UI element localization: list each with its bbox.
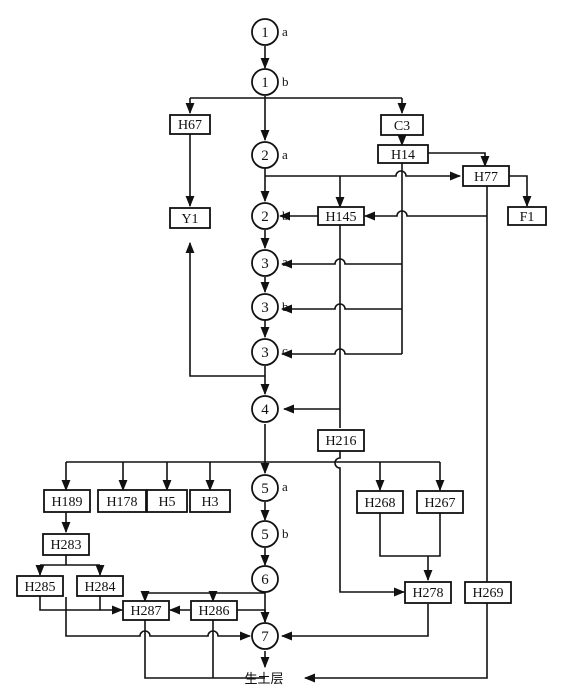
feature-label: H268 [364, 496, 395, 511]
feature-label: H189 [51, 495, 82, 510]
stratum-3b: 3 b [251, 293, 289, 321]
feature-Y1: Y1 [169, 207, 211, 229]
feature-label: Y1 [181, 212, 198, 227]
stratum-number: 5 [261, 527, 269, 543]
feature-label: H14 [391, 148, 415, 163]
stratum-6: 6 [251, 565, 279, 593]
feature-label: H3 [201, 495, 218, 510]
stratum-number: 7 [261, 629, 269, 645]
feature-label: H5 [158, 495, 175, 510]
stratum-2b: 2 b [251, 202, 289, 230]
feature-H5: H5 [146, 489, 188, 513]
base-soil-label: 生土层 [244, 672, 283, 687]
feature-C3: C3 [380, 114, 424, 136]
feature-F1: F1 [507, 206, 547, 226]
stratum-number: 2 [261, 148, 269, 164]
stratum-5a: 5 a [251, 474, 288, 502]
stratum-sub: a [282, 24, 288, 39]
feature-label: H286 [198, 604, 229, 619]
stratum-number: 6 [261, 572, 269, 588]
stratum-number: 4 [261, 402, 269, 418]
feature-H269: H269 [464, 581, 512, 604]
feature-label: C3 [394, 119, 410, 134]
feature-H278: H278 [404, 581, 452, 604]
feature-label: H287 [130, 604, 161, 619]
feature-label: H216 [325, 434, 356, 449]
stratum-number: 5 [261, 481, 269, 497]
feature-H283: H283 [42, 533, 90, 556]
feature-H145: H145 [317, 206, 365, 226]
stratum-sub: b [282, 526, 289, 541]
stratum-sub: a [282, 147, 288, 162]
stratum-sub: b [282, 208, 289, 223]
feature-H284: H284 [76, 575, 124, 597]
connector-lines [35, 46, 532, 683]
feature-H189: H189 [43, 489, 91, 513]
feature-label: H178 [106, 495, 137, 510]
stratum-5b: 5 b [251, 520, 289, 548]
stratum-sub: c [282, 343, 288, 358]
feature-label: H278 [412, 586, 443, 601]
stratum-sub: a [282, 479, 288, 494]
stratum-3a: 3 a [251, 249, 288, 277]
feature-H287: H287 [122, 600, 170, 621]
stratum-3c: 3 c [251, 338, 288, 366]
stratum-number: 1 [261, 25, 269, 41]
feature-H178: H178 [97, 489, 147, 513]
feature-H67: H67 [169, 114, 211, 135]
feature-label: H77 [474, 170, 498, 185]
stratum-sub: b [282, 74, 289, 89]
feature-label: H67 [178, 118, 202, 133]
stratum-4: 4 [251, 395, 279, 423]
feature-H286: H286 [190, 600, 238, 621]
feature-label: H283 [50, 538, 81, 553]
feature-H77: H77 [462, 165, 510, 187]
feature-H267: H267 [416, 490, 464, 514]
feature-H3: H3 [189, 489, 231, 513]
stratum-1a: 1 a [251, 18, 288, 46]
stratum-number: 2 [261, 209, 269, 225]
stratum-number: 3 [261, 300, 269, 316]
feature-label: H145 [325, 210, 356, 225]
feature-H285: H285 [16, 575, 64, 597]
feature-label: H285 [24, 580, 55, 595]
stratum-number: 3 [261, 345, 269, 361]
stratum-number: 1 [261, 75, 269, 91]
stratum-2a: 2 a [251, 141, 288, 169]
stratum-7: 7 [251, 622, 279, 650]
feature-H14: H14 [377, 144, 429, 164]
stratum-1b: 1 b [251, 68, 289, 96]
stratum-sub: b [282, 299, 289, 314]
stratum-sub: a [282, 254, 288, 269]
feature-label: H267 [424, 496, 455, 511]
feature-label: F1 [520, 210, 535, 225]
feature-H268: H268 [356, 490, 404, 514]
feature-H216: H216 [317, 429, 365, 452]
feature-label: H269 [472, 586, 503, 601]
feature-label: H284 [84, 580, 115, 595]
stratum-number: 3 [261, 256, 269, 272]
